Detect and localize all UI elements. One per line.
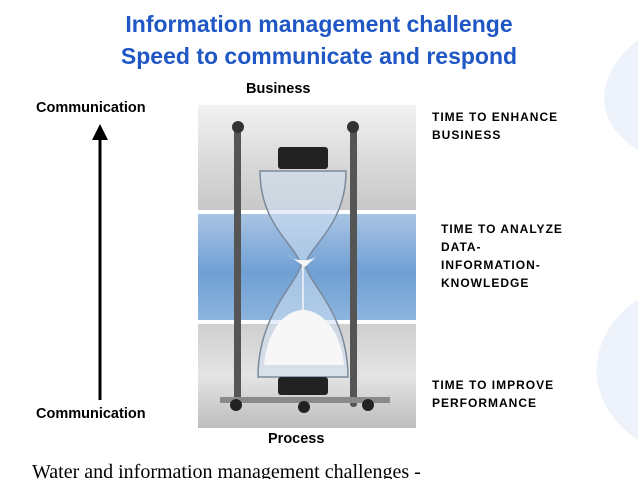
upward-arrow-icon [92, 124, 108, 400]
caption-enhance-business: TIME TO ENHANCE BUSINESS [432, 108, 558, 144]
caption-line: PERFORMANCE [432, 396, 538, 410]
caption-line: TIME TO ENHANCE [432, 110, 559, 124]
hourglass-icon [220, 121, 390, 413]
slide-title-line-2: Speed to communicate and respond [120, 43, 518, 69]
caption-line: DATA- [441, 240, 482, 254]
caption-line: BUSINESS [432, 128, 502, 142]
caption-line: TIME TO IMPROVE [432, 378, 555, 392]
caption-line: TIME TO ANALYZE [441, 222, 563, 236]
communication-top-label: Communication [36, 100, 146, 116]
communication-bottom-label: Communication [36, 406, 146, 422]
caption-improve-performance: TIME TO IMPROVE PERFORMANCE [432, 376, 554, 412]
caption-line: KNOWLEDGE [441, 276, 530, 290]
caption-analyze-data: TIME TO ANALYZE DATA- INFORMATION- KNOWL… [441, 220, 563, 292]
business-label: Business [246, 81, 311, 97]
corner-swoosh-decoration [596, 40, 638, 440]
caption-line: INFORMATION- [441, 258, 541, 272]
slide-title-line-1: Information management challenge [125, 11, 513, 37]
process-label: Process [268, 431, 325, 447]
footer-text: Water and information management challen… [32, 461, 421, 479]
